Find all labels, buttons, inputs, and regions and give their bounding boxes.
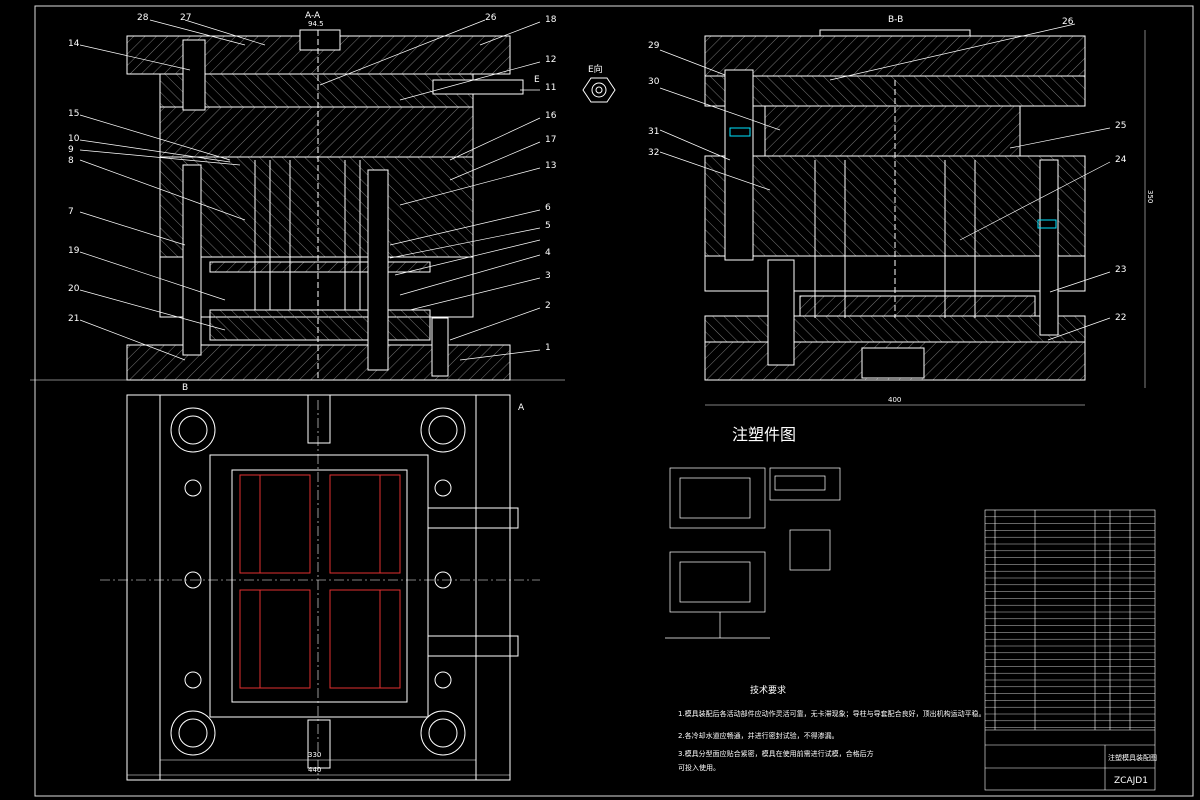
plan-section-mark-a: A (518, 403, 525, 413)
part-number: 26 (1062, 17, 1074, 27)
title-block-label: 注塑模具装配图 (1108, 753, 1157, 762)
dim-outer-plan: 440 (308, 766, 321, 774)
part-number: 9 (68, 145, 74, 155)
tech-line: 可投入使用。 (678, 763, 720, 772)
drawing-border (34, 5, 1194, 797)
section-aa-view (30, 29, 565, 381)
part-number: 24 (1115, 155, 1127, 165)
part-number: 29 (648, 41, 660, 51)
leaders-right (659, 23, 1111, 341)
part-number: 12 (545, 55, 556, 65)
part-number: 19 (68, 246, 80, 256)
tech-line: 3.模具分型面应贴合紧密，模具在使用前需进行试模，合格后方 (678, 749, 874, 758)
section-aa-label: A-A (305, 11, 321, 21)
part-number: 30 (648, 77, 660, 87)
tech-requirements: 1.模具装配后各活动部件应动作灵活可靠，无卡滞现象；导柱与导套配合良好，顶出机构… (678, 709, 986, 772)
part-number: 1 (545, 343, 551, 353)
part-drawing (665, 467, 841, 639)
part-number: 14 (68, 39, 80, 49)
part-drawing-title: 注塑件图 (732, 425, 796, 444)
part-number: 27 (180, 13, 191, 23)
dim-top-left: 94.5 (308, 20, 324, 28)
part-number: 26 (485, 13, 497, 23)
part-number: 17 (545, 135, 556, 145)
part-number: 4 (545, 248, 551, 258)
part-number: 21 (68, 314, 79, 324)
part-numbers-right: 29 26 30 25 31 32 24 23 22 (648, 17, 1127, 323)
dim-inner-plan: 330 (308, 751, 321, 759)
leaders-left (79, 19, 541, 361)
plan-view (100, 394, 540, 781)
part-number: 13 (545, 161, 556, 171)
part-numbers-left: 28 27 26 18 14 12 11 15 10 16 9 17 8 13 … (68, 13, 557, 353)
part-number: 7 (68, 207, 74, 217)
part-number: 28 (137, 13, 149, 23)
view-e-label: E向 (588, 63, 603, 75)
tech-line: 1.模具装配后各活动部件应动作灵活可靠，无卡滞现象；导柱与导套配合良好，顶出机构… (678, 709, 986, 718)
part-number: 15 (68, 109, 79, 119)
tech-requirements-title: 技术要求 (750, 684, 786, 696)
part-number: 31 (648, 127, 659, 137)
part-number: 3 (545, 271, 551, 281)
arrow-e-label: E (534, 75, 540, 85)
part-number: 5 (545, 221, 551, 231)
title-block (984, 509, 1156, 791)
part-number: 23 (1115, 265, 1126, 275)
part-number: 22 (1115, 313, 1126, 323)
part-number: 25 (1115, 121, 1126, 131)
part-number: 32 (648, 148, 659, 158)
bom-rows (985, 516, 1155, 728)
part-number: 16 (545, 111, 557, 121)
drawing-number: ZCAJD1 (1114, 776, 1148, 786)
dim-height-right: 350 (1146, 190, 1154, 203)
view-e-nut (582, 77, 616, 103)
section-bb-label: B-B (888, 15, 903, 25)
dim-width-right: 400 (888, 396, 901, 404)
part-number: 11 (545, 83, 556, 93)
part-number: 8 (68, 156, 74, 166)
plan-section-mark-b: B (182, 383, 188, 393)
part-number: 2 (545, 301, 551, 311)
section-bb-view (704, 29, 1146, 406)
part-number: 10 (68, 134, 80, 144)
part-number: 20 (68, 284, 80, 294)
tech-line: 2.各冷却水道应畅通，并进行密封试验，不得渗漏。 (678, 731, 839, 740)
part-number: 18 (545, 15, 557, 25)
part-number: 6 (545, 203, 551, 213)
